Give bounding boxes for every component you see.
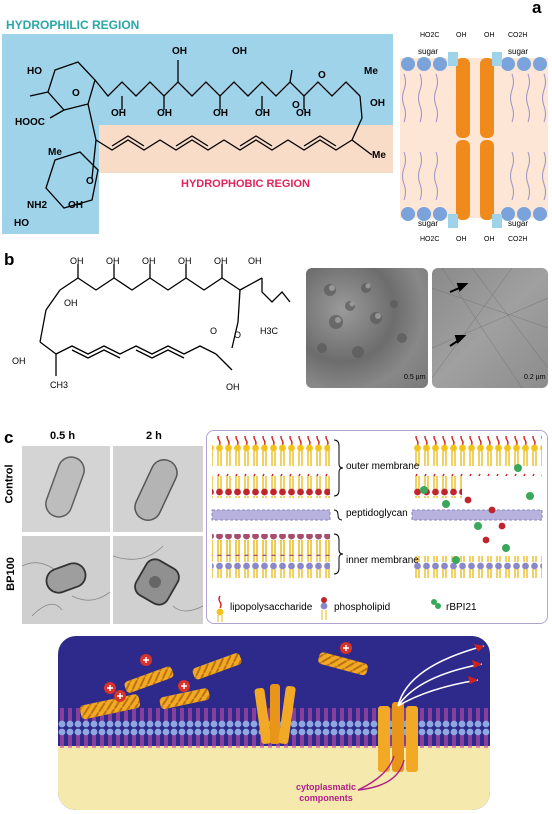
panel-a-letter: a: [532, 0, 542, 17]
mol-b-oh-3: OH: [142, 256, 156, 266]
mol-a-oh-8: OH: [370, 98, 385, 109]
afm-image-left: 0.5 µm: [306, 268, 428, 388]
legend-rbpi: rBPI21: [446, 602, 477, 613]
mol-b-oh-7: OH: [64, 298, 78, 308]
micrograph-bp100-05h: [22, 536, 110, 624]
afm-left-scale-label: 0.5 µm: [404, 374, 426, 381]
mol-a-ring-o: O: [72, 88, 80, 99]
mol-a-ho-2: HO: [14, 218, 29, 229]
micrograph-bp100-2h: [113, 536, 203, 624]
membrane-diagram-frame: [206, 430, 548, 624]
mol-a-oh-1: OH: [172, 46, 187, 57]
mol-a-hooc: HOOC: [15, 117, 45, 128]
row-label-bp100: BP100: [4, 557, 17, 591]
membrane-oh-right-bottom: OH: [484, 236, 495, 243]
mol-b-oh-9: OH: [226, 382, 240, 392]
mol-a-oh-2: OH: [111, 108, 126, 119]
label-inner-membrane: inner membrane: [346, 555, 419, 566]
membrane-acid-left-bottom: HO2C: [420, 236, 440, 243]
membrane-acid-right-top: CO2H: [508, 32, 528, 39]
mol-a-o-2: O: [318, 70, 326, 81]
row-label-control: Control: [3, 464, 16, 504]
panel-d-frame: cytoplasmatic components: [58, 636, 490, 810]
hydrophilic-region-label: HYDROPHILIC REGION: [6, 18, 140, 32]
panel-b-structure: [39, 264, 291, 376]
membrane-oh-left-bottom: OH: [456, 236, 467, 243]
mol-b-carbonyl-o: O: [210, 326, 218, 336]
membrane-acid-left-top: HO2C: [420, 32, 440, 39]
panel-c-letter: c: [4, 428, 14, 447]
mol-a-ho: HO: [27, 66, 42, 77]
micrograph-control-2h: [113, 446, 203, 532]
membrane-pore-schematic: [400, 52, 548, 228]
afm-right-scale-label: 0.2 µm: [524, 374, 546, 381]
hydrophobic-region-label: HYDROPHOBIC REGION: [181, 178, 310, 190]
membrane-sugar-right-top: sugar: [508, 47, 529, 56]
mol-a-oh-10: OH: [68, 200, 83, 211]
legend-phospholipid: phospholipid: [334, 602, 391, 613]
mol-b-oh-5: OH: [214, 256, 228, 266]
mol-a-oh-3: OH: [157, 108, 172, 119]
label-cytoplasmatic-components: cytoplasmatic components: [296, 782, 357, 803]
mol-a-nh2: NH2: [27, 200, 48, 211]
panel-b-letter: b: [4, 250, 15, 269]
mol-b-oh-4: OH: [178, 256, 192, 266]
amphotericin-structure: [29, 60, 373, 209]
membrane-sugar-left-top: sugar: [418, 47, 439, 56]
mol-a-me-3: Me: [48, 147, 62, 158]
label-peptidoglycan: peptidoglycan: [346, 508, 408, 519]
mol-a-me-1: Me: [364, 66, 378, 77]
afm-image-right: 0.2 µm: [432, 268, 548, 388]
mol-a-oh-5: OH: [255, 108, 270, 119]
mol-a-oh-6: OH: [232, 46, 247, 57]
mol-a-oh-4: OH: [213, 108, 228, 119]
membrane-sugar-left-bottom: sugar: [418, 219, 439, 228]
mol-b-oh-6: OH: [248, 256, 262, 266]
mol-b-oh-1: OH: [70, 256, 84, 266]
hydrophilic-region-box: [2, 34, 393, 234]
mol-b-ch3: CH3: [50, 380, 69, 390]
membrane-oh-right-top: OH: [484, 32, 495, 39]
membrane-diagram: [211, 436, 543, 622]
mol-a-me-2: Me: [372, 150, 386, 161]
mol-b-h3c: H3C: [260, 326, 279, 336]
micrograph-control-05h: [22, 446, 110, 532]
time-label-2h: 2 h: [146, 430, 162, 442]
membrane-acid-right-bottom: CO2H: [508, 236, 528, 243]
time-label-05h: 0.5 h: [50, 430, 76, 442]
mol-a-ester-o: O: [292, 100, 300, 111]
mol-a-oh-7: OH: [296, 108, 311, 119]
membrane-oh-left-top: OH: [456, 32, 467, 39]
mol-b-oh-2: OH: [106, 256, 120, 266]
mol-a-sugar-o: O: [86, 176, 94, 187]
membrane-sugar-right-bottom: sugar: [508, 219, 529, 228]
label-outer-membrane: outer membrane: [346, 461, 420, 472]
mol-b-oh-8: OH: [12, 356, 26, 366]
mol-b-ester-o: O: [234, 330, 242, 340]
legend-lps: lipopolysaccharide: [230, 602, 313, 613]
